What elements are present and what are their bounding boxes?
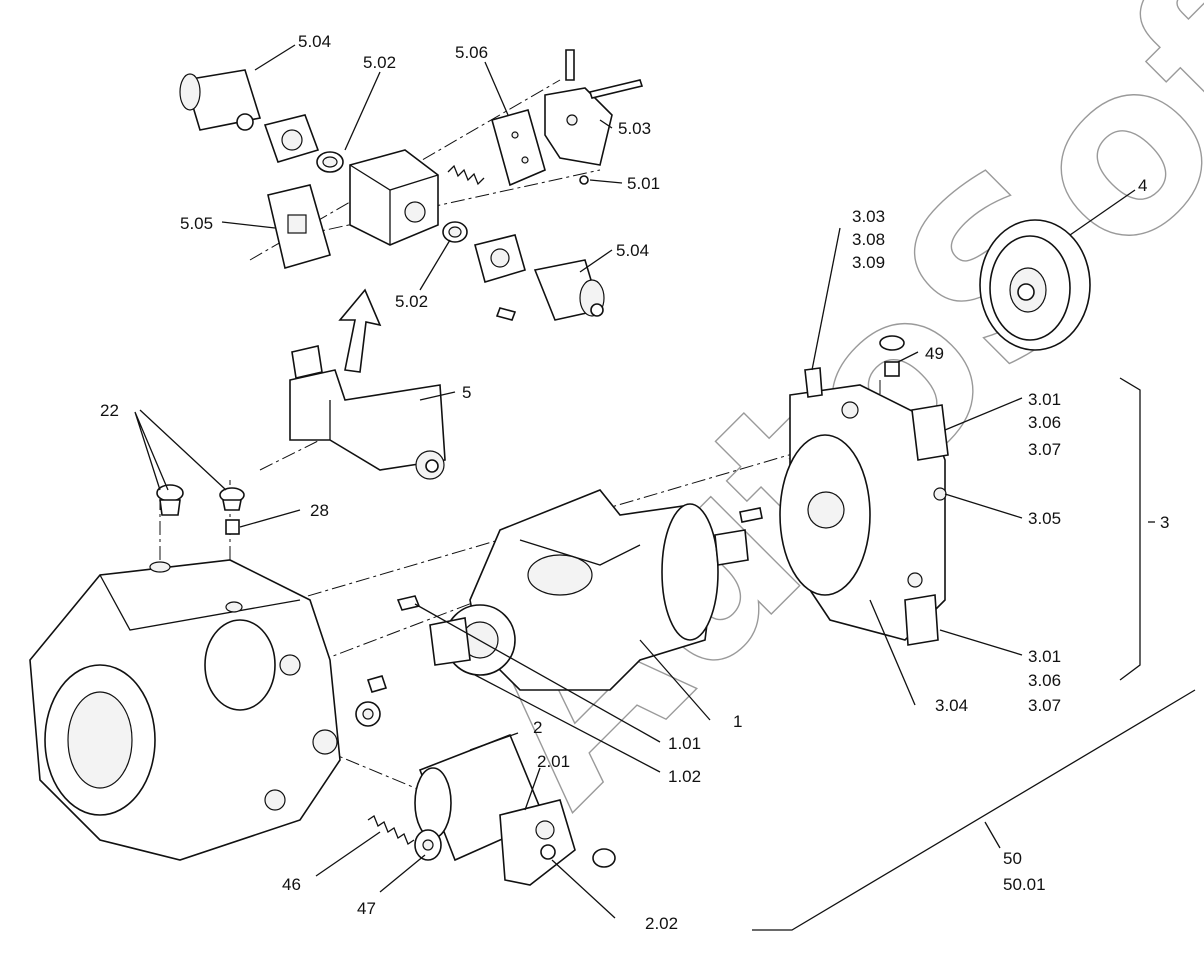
label-1-02: 1.02	[668, 767, 701, 786]
bolts-5-03	[565, 49, 644, 99]
label-3-04: 3.04	[935, 696, 968, 715]
oring-5-02-top	[316, 151, 344, 173]
spring-46	[367, 815, 415, 845]
plug-28	[225, 519, 240, 535]
pump-housing	[29, 559, 341, 861]
gear-pump-3	[779, 367, 949, 646]
label-1: 1	[733, 712, 742, 731]
label-5-02-top: 5.02	[363, 53, 396, 72]
plug-cap	[355, 701, 381, 727]
plug-22-right	[219, 487, 245, 511]
label-3-06-bot: 3.06	[1028, 671, 1061, 690]
flange-plate-top	[263, 114, 320, 163]
coupling-4	[979, 219, 1091, 351]
label-5-05: 5.05	[180, 214, 213, 233]
label-3-06-top: 3.06	[1028, 413, 1061, 432]
plug-47	[414, 829, 442, 861]
plug-2-02-right	[592, 848, 616, 868]
label-5: 5	[462, 383, 471, 402]
flange-plate-bot	[474, 234, 526, 284]
plug-49	[879, 335, 905, 377]
label-5-01: 5.01	[627, 174, 660, 193]
pin-1-01	[396, 595, 421, 611]
label-22: 22	[100, 401, 119, 420]
valve-assembly-5	[289, 345, 446, 480]
set-screw	[366, 675, 388, 693]
pump-unit-1	[429, 489, 763, 691]
label-50: 50	[1003, 849, 1022, 868]
solenoid-5-04-top	[179, 69, 262, 131]
oring-5-02-bot	[442, 221, 468, 243]
gasket-5-06	[491, 109, 546, 187]
label-2: 2	[533, 718, 542, 737]
cover-5-03	[544, 87, 613, 166]
label-2-01: 2.01	[537, 752, 570, 771]
label-50-01: 50.01	[1003, 875, 1046, 894]
label-3-07-bot: 3.07	[1028, 696, 1061, 715]
valve-block	[349, 149, 439, 246]
label-4: 4	[1138, 176, 1147, 195]
label-3-03: 3.03	[852, 207, 885, 226]
spring	[447, 164, 485, 186]
label-5-06: 5.06	[455, 43, 488, 62]
gasket-5-05	[267, 184, 331, 270]
label-28: 28	[310, 501, 329, 520]
label-3-09: 3.09	[852, 253, 885, 272]
plug-22-left	[156, 484, 184, 516]
ring-5-01	[579, 175, 589, 185]
label-5-04-bot: 5.04	[616, 241, 649, 260]
label-3-05: 3.05	[1028, 509, 1061, 528]
label-47: 47	[357, 899, 376, 918]
label-49: 49	[925, 344, 944, 363]
label-3: 3	[1160, 513, 1169, 532]
label-3-01-bot: 3.01	[1028, 647, 1061, 666]
bracket-50	[752, 689, 1196, 931]
screw-small	[495, 307, 517, 321]
assembly-arrow	[338, 288, 382, 373]
label-5-04-top: 5.04	[298, 32, 331, 51]
label-5-02-bot: 5.02	[395, 292, 428, 311]
solenoid-5-04-bot	[533, 259, 605, 321]
label-5-03: 5.03	[618, 119, 651, 138]
label-3-07-top: 3.07	[1028, 440, 1061, 459]
label-3-01-top: 3.01	[1028, 390, 1061, 409]
label-2-02: 2.02	[645, 914, 678, 933]
label-3-08: 3.08	[852, 230, 885, 249]
label-46: 46	[282, 875, 301, 894]
bracket-3	[1119, 377, 1141, 681]
label-1-01: 1.01	[668, 734, 701, 753]
